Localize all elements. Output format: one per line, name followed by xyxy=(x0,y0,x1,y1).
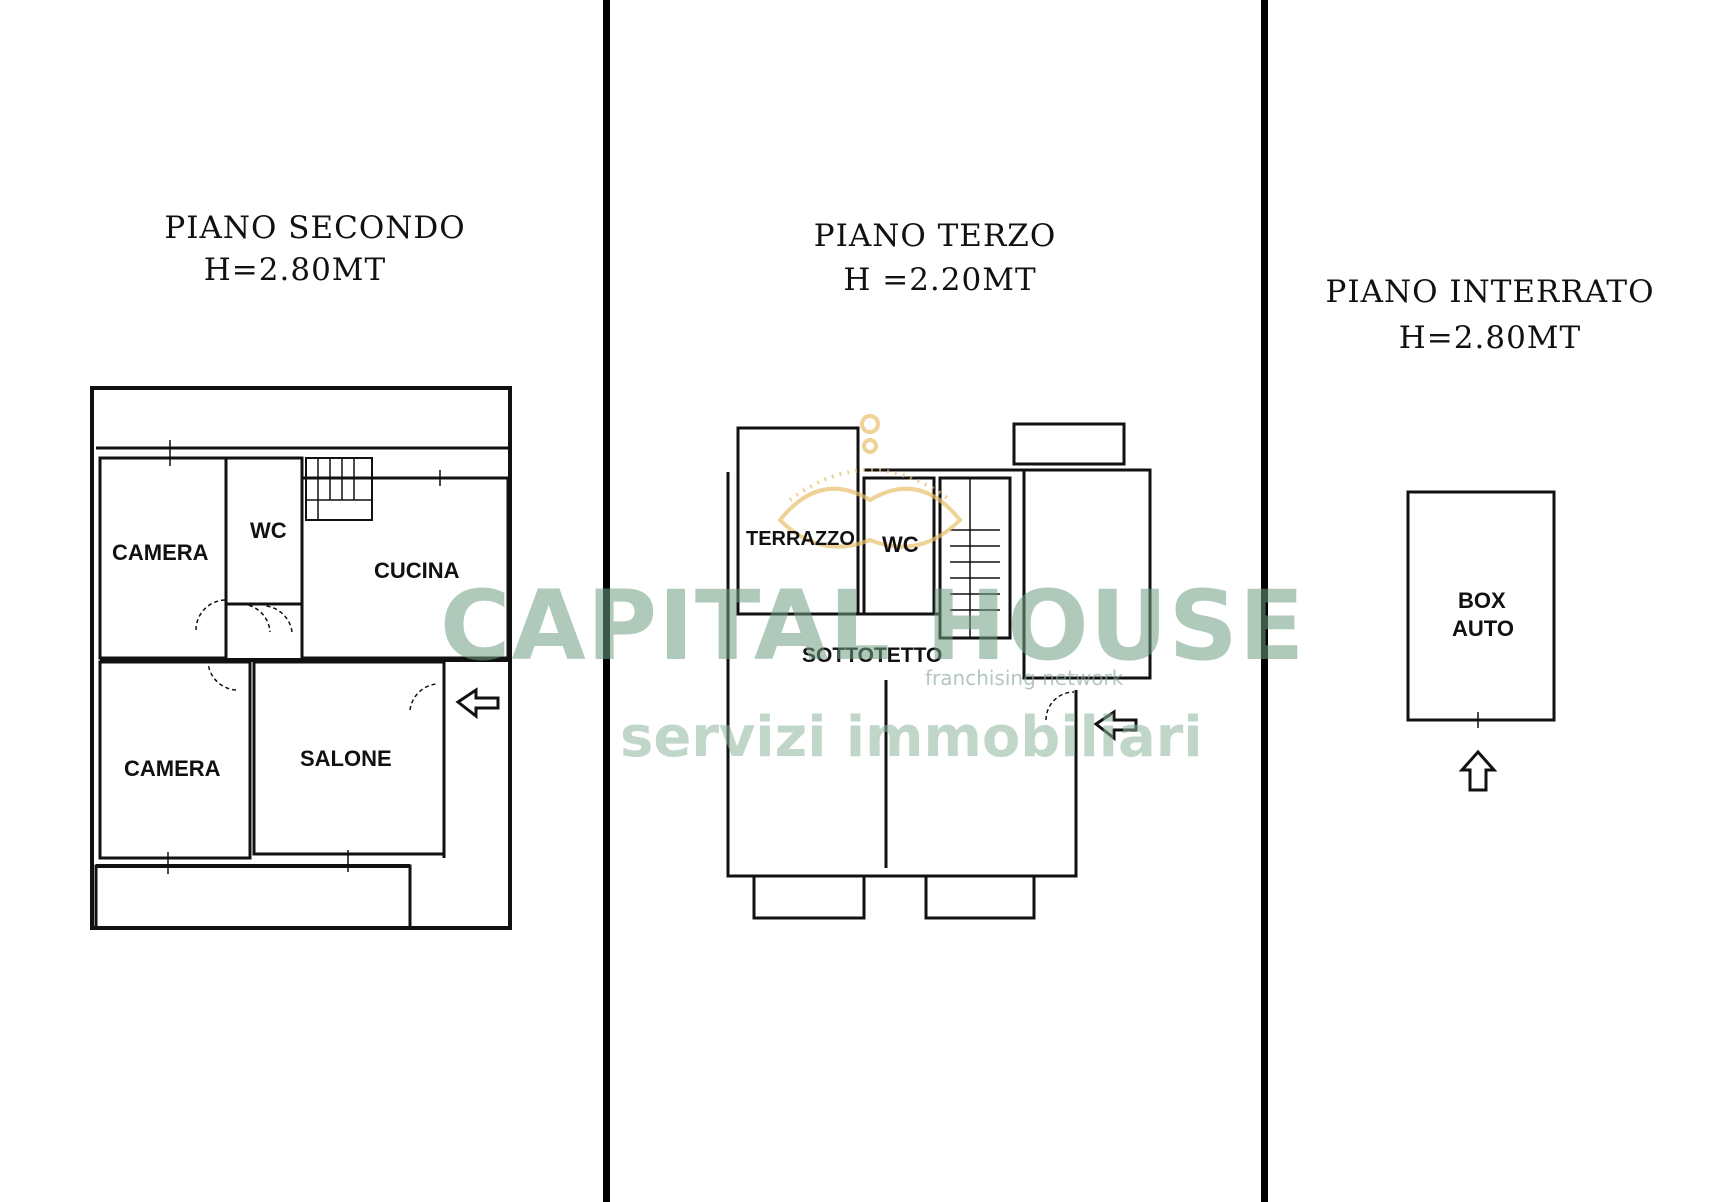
room-camera-bottom: CAMERA xyxy=(124,756,221,781)
floor-title-secondo: PIANO SECONDO xyxy=(164,210,466,246)
room-salone: SALONE xyxy=(300,746,392,771)
floor-height-interrato: H=2.80MT xyxy=(1398,320,1582,356)
plan-secondo xyxy=(90,386,512,930)
watermark-tagline: franchising network xyxy=(925,666,1124,690)
room-box-line1: BOX xyxy=(1458,588,1506,613)
room-wc-secondo: WC xyxy=(250,518,287,543)
floor-height-terzo: H =2.20MT xyxy=(843,262,1037,298)
divider-left xyxy=(603,0,610,1202)
floor-title-terzo: PIANO TERZO xyxy=(813,218,1057,254)
entrance-arrow-icon xyxy=(455,687,1498,792)
divider-right xyxy=(1261,0,1268,1202)
plan-terzo xyxy=(726,422,1152,920)
plan-interrato xyxy=(1406,490,1556,728)
floor-title-interrato: PIANO INTERRATO xyxy=(1325,274,1655,310)
room-terrazzo: TERRAZZO xyxy=(746,528,855,550)
room-wc-terzo: WC xyxy=(882,532,919,557)
room-cucina: CUCINA xyxy=(374,558,460,583)
room-camera-top: CAMERA xyxy=(112,540,209,565)
floor-height-secondo: H=2.80MT xyxy=(203,252,387,288)
room-sottotetto: SOTTOTETTO xyxy=(802,644,943,667)
room-box-line2: AUTO xyxy=(1452,616,1514,641)
watermark-brand: CAPITAL HOUSE xyxy=(440,570,1306,682)
watermark-services: servizi immobiliari xyxy=(620,705,1203,770)
crown-logo-icon xyxy=(777,414,963,549)
